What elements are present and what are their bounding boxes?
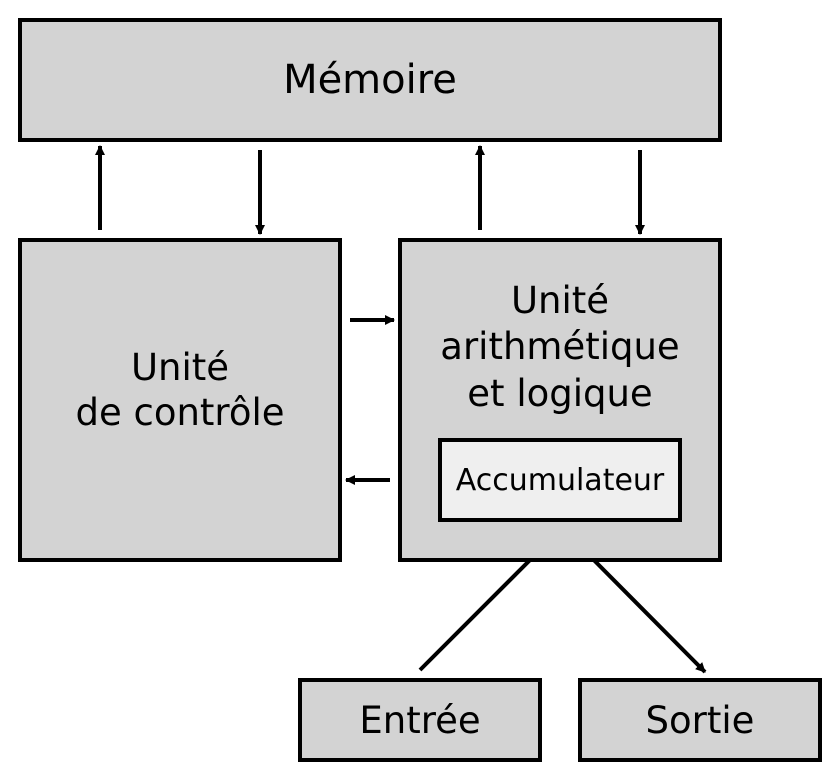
output-box: Sortie (578, 678, 822, 762)
accumulator-box: Accumulateur (438, 438, 682, 522)
alu-label-line3: et logique (467, 371, 653, 415)
alu-label-line2: arithmétique (440, 325, 680, 369)
input-box: Entrée (298, 678, 542, 762)
output-label: Sortie (645, 698, 755, 742)
control-unit-box: Unité de contrôle (18, 238, 342, 562)
input-label: Entrée (359, 698, 481, 742)
control-unit-label-line2: de contrôle (75, 391, 285, 434)
control-unit-label-line1: Unité (130, 345, 230, 389)
alu-label: Unité arithmétique et logique (402, 278, 718, 417)
alu-label-line1: Unité (510, 279, 610, 322)
accumulator-label: Accumulateur (455, 462, 665, 498)
memory-label: Mémoire (283, 57, 457, 103)
memory-box: Mémoire (18, 18, 722, 142)
